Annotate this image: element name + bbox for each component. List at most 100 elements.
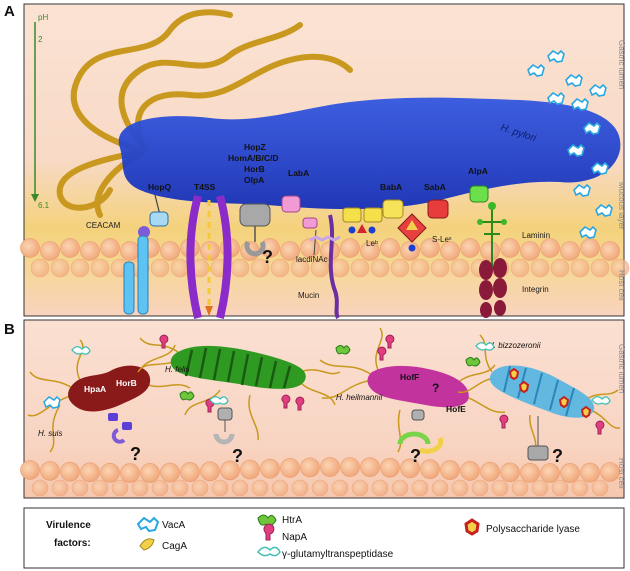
h-heilmannii-unknown-mark: ?	[410, 446, 421, 466]
host-cell	[380, 457, 400, 478]
hopq-label: HopQ	[148, 182, 172, 192]
host-cell	[500, 462, 520, 483]
host-cell	[371, 479, 389, 497]
host-cell	[460, 238, 480, 258]
host-cell	[480, 241, 500, 261]
h-pylori-flagella	[56, 9, 353, 218]
host-cell	[240, 459, 260, 480]
htra-factor-icon	[335, 345, 351, 355]
napa-factor-icon	[499, 414, 509, 429]
host-cell	[150, 258, 170, 278]
h-suis-label: H. suis	[38, 429, 62, 438]
ggt-factor-icon	[475, 342, 495, 351]
hopz-label: HopZ	[244, 142, 266, 152]
host-cell	[200, 461, 220, 482]
saba-adhesin: SabA S-Leˣ	[397, 182, 452, 252]
vaca-toxin-icon	[571, 97, 589, 111]
vaca-toxin-icon	[583, 121, 601, 135]
host-cell	[160, 462, 180, 483]
host-cell	[280, 241, 300, 261]
host-cell	[71, 479, 89, 497]
napa-factor-icon	[595, 420, 605, 435]
host-cell	[30, 258, 50, 278]
host-cell	[491, 479, 509, 497]
host-cell	[351, 479, 369, 497]
side-label-gastric-lumen-b: Gastric lumen	[617, 344, 626, 393]
side-label-mucous-layer: Mucous layer	[617, 182, 626, 230]
legend-ggt-icon	[257, 546, 281, 557]
host-cell	[600, 241, 620, 261]
h-felis-label: H. felis	[165, 365, 189, 374]
h-heilmannii-bacterium: HofF HofE H. heilmannii ? ?	[319, 327, 506, 466]
host-cell	[580, 238, 600, 258]
host-cell	[290, 258, 310, 278]
pl-factor-icon	[580, 405, 592, 419]
vaca-toxin-icon	[595, 203, 613, 217]
h-pylori-body	[118, 97, 621, 210]
ph-top-value: 2	[38, 35, 43, 44]
h-felis-bacterium: H. felis ?	[137, 337, 341, 466]
slex-label: S-Leˣ	[432, 235, 452, 244]
h-suis-unknown-mark: ?	[130, 444, 141, 464]
legend-napa-label: NapA	[282, 532, 307, 543]
ggt-factor-icon	[209, 396, 229, 405]
t4ss-secretion-system: T4SS	[186, 182, 232, 319]
host-cell	[520, 241, 540, 261]
vaca-toxin-icon	[547, 91, 565, 105]
host-cell	[300, 457, 320, 478]
host-cell	[411, 479, 429, 497]
host-cell	[520, 463, 540, 483]
host-cell	[440, 241, 460, 261]
hopq-ceacam-interaction: HopQ CEACAM	[86, 182, 172, 315]
host-cell	[80, 462, 100, 483]
integrin-label: Integrin	[522, 285, 549, 294]
homa-label: HomA/B/C/D	[228, 153, 279, 163]
host-cell	[31, 479, 49, 497]
host-cell	[600, 462, 620, 482]
laminin-label: Laminin	[522, 231, 550, 240]
pl-factor-icon	[508, 367, 520, 381]
host-cell	[550, 258, 570, 278]
host-cell	[451, 479, 469, 497]
legend-vaca-icon	[136, 516, 160, 533]
leb-glycan: Leᵇ	[342, 207, 383, 248]
panel-b-letter: B	[4, 321, 15, 338]
h-heilmannii-label: H. heilmannii	[336, 393, 382, 402]
htra-factor-icon	[465, 357, 481, 367]
napa-factor-icon	[385, 334, 395, 349]
host-cell	[420, 459, 440, 479]
host-cell	[430, 258, 450, 278]
host-cell	[250, 258, 270, 278]
host-cell	[211, 479, 229, 497]
vaca-toxin-icon	[591, 161, 609, 175]
legend-ggt-label: γ-glutamyltranspeptidase	[282, 549, 394, 560]
napa-factor-icon	[377, 346, 387, 361]
host-cell	[390, 258, 410, 278]
host-cell	[20, 460, 40, 480]
ceacam-label: CEACAM	[86, 221, 121, 230]
host-cell	[51, 479, 69, 497]
host-cell	[20, 238, 40, 258]
host-cell	[160, 241, 180, 261]
hoff-label: HofF	[400, 372, 419, 382]
host-cell	[531, 479, 549, 497]
baba-adhesin: BabA	[380, 182, 404, 219]
napa-factor-icon	[295, 396, 305, 411]
legend-polysaccharide-lyase-label: Polysaccharide lyase	[486, 524, 580, 535]
vaca-toxin-icon	[527, 63, 545, 77]
ggt-factor-icon	[591, 396, 611, 405]
pl-factor-icon	[558, 395, 570, 409]
host-cell	[530, 258, 550, 278]
htra-factor-icon	[179, 391, 195, 401]
h-heilmannii-unknown-top: ?	[432, 381, 439, 395]
host-cell	[40, 461, 60, 481]
pl-factor-icon	[518, 380, 530, 394]
host-cell	[560, 463, 580, 483]
saba-label: SabA	[424, 182, 446, 192]
hofe-label: HofE	[446, 404, 466, 414]
legend-htra-icon	[257, 514, 277, 526]
host-cell	[50, 258, 70, 278]
host-cell	[560, 241, 580, 261]
host-cell	[271, 479, 289, 497]
h-felis-unknown-mark: ?	[232, 446, 243, 466]
